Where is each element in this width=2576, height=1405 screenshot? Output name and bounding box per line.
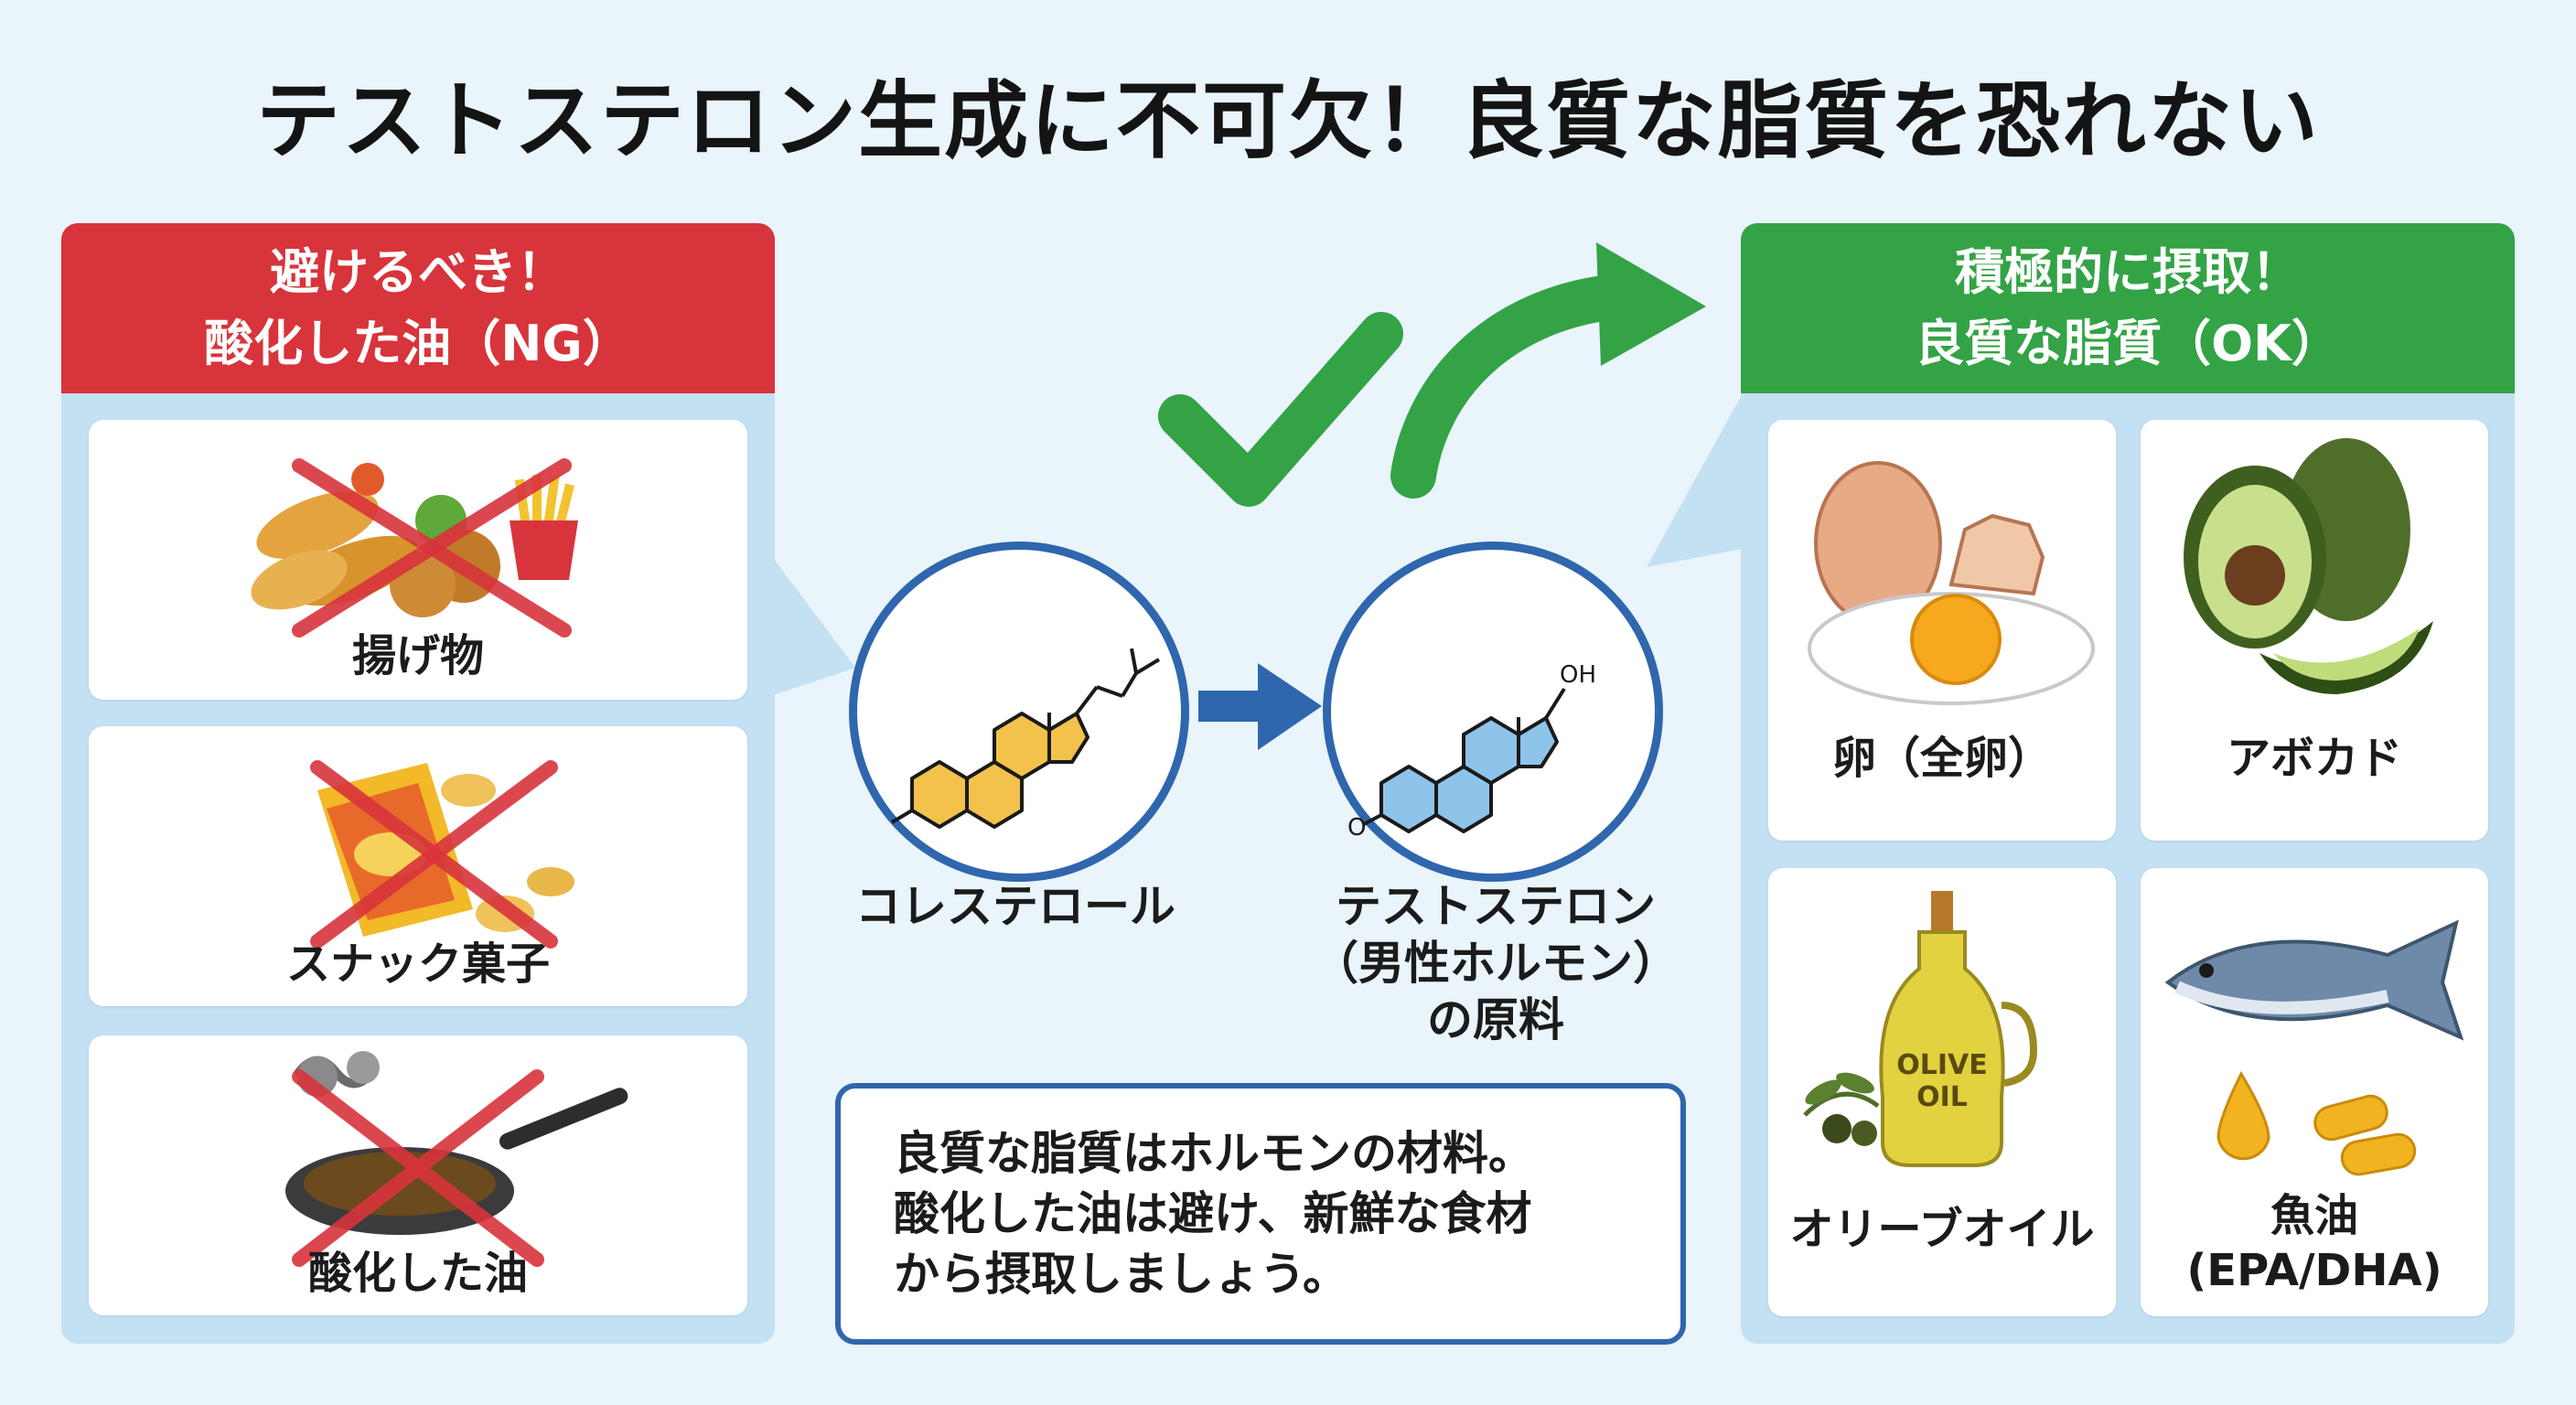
ng-header-line2: 酸化した油（NG） <box>204 315 632 372</box>
egg-icon <box>1808 461 2095 705</box>
cholesterol-molecule-icon <box>890 648 1161 829</box>
ok-item-egg: 卵（全卵） <box>1768 420 2116 841</box>
smoking-frying-pan-icon <box>285 1051 628 1267</box>
fish-oil-icon <box>2164 919 2464 1176</box>
ng-panel-header: 避けるべき！ 酸化した油（NG） <box>61 223 775 393</box>
cholesterol-circle <box>849 542 1189 882</box>
ng-item-label: 酸化した油 <box>307 1248 528 1299</box>
fried-food-icon <box>251 458 578 638</box>
ng-panel-tail <box>773 558 855 695</box>
testosterone-molecule-icon: O OH <box>1347 661 1596 842</box>
ok-item-label-line1: 魚油 <box>2270 1190 2358 1241</box>
testosterone-label-line3: の原料 <box>1427 993 1564 1046</box>
note-line1: 良質な脂質はホルモンの材料。 <box>894 1127 1534 1180</box>
page-title: テストステロン生成に不可欠！良質な脂質を恐れない <box>255 72 2320 170</box>
ok-item-label: オリーブオイル <box>1789 1204 2095 1255</box>
note-line2: 酸化した油は避け、新鮮な食材 <box>894 1187 1532 1240</box>
ng-item-label: スナック菓子 <box>285 938 550 990</box>
snack-chips-icon <box>310 760 574 949</box>
ok-item-fish-oil: 魚油 (EPA/DHA) <box>2141 868 2488 1316</box>
ok-item-label: アボカド <box>2226 733 2402 784</box>
ng-item-snack: スナック菓子 <box>89 726 747 1006</box>
oxygen-label: O <box>1347 814 1366 842</box>
testosterone-circle: O OH <box>1323 542 1663 882</box>
testosterone-label-line2: （男性ホルモン） <box>1313 937 1679 990</box>
olive-bottle-text2: OIL <box>1916 1081 1968 1113</box>
olive-bottle-text1: OLIVE <box>1896 1049 1988 1081</box>
ok-panel: 積極的に摂取！ 良質な脂質（OK） 卵（全卵） アボカド OLIVE <box>1741 223 2515 1344</box>
ng-panel: 避けるべき！ 酸化した油（NG） 揚げ物 <box>61 223 775 1344</box>
cholesterol-label: コレステロール <box>855 880 1175 933</box>
ok-panel-header: 積極的に摂取！ 良質な脂質（OK） <box>1741 223 2515 393</box>
ok-header-line2: 良質な脂質（OK） <box>1915 315 2341 372</box>
summary-note: 良質な脂質はホルモンの材料。 酸化した油は避け、新鮮な食材 から摂取しましょう。 <box>835 1083 1686 1345</box>
testosterone-label-line1: テストステロン <box>1336 880 1656 933</box>
avocado-icon <box>2184 438 2433 694</box>
ng-header-line1: 避けるべき！ <box>270 243 566 301</box>
olive-oil-bottle-icon: OLIVE OIL <box>1803 891 2038 1167</box>
ok-item-avocado: アボカド <box>2141 420 2488 841</box>
ok-item-olive-oil: OLIVE OIL オリーブオイル <box>1768 868 2116 1316</box>
ok-item-label-line2: (EPA/DHA) <box>2186 1245 2442 1296</box>
ok-item-label: 卵（全卵） <box>1831 733 2052 784</box>
ng-item-label: 揚げ物 <box>351 630 484 681</box>
hydroxyl-label: OH <box>1560 661 1596 689</box>
ok-header-line1: 積極的に摂取！ <box>1955 243 2301 301</box>
ng-item-fried-food: 揚げ物 <box>89 420 747 700</box>
testosterone-label: テストステロン （男性ホルモン） の原料 <box>1272 878 1720 1048</box>
ng-item-oxidized-oil: 酸化した油 <box>89 1035 747 1315</box>
ok-item-label: 魚油 (EPA/DHA) <box>2141 1188 2488 1298</box>
note-line3: から摂取しましょう。 <box>894 1248 1348 1301</box>
ok-panel-tail <box>1647 393 1743 567</box>
